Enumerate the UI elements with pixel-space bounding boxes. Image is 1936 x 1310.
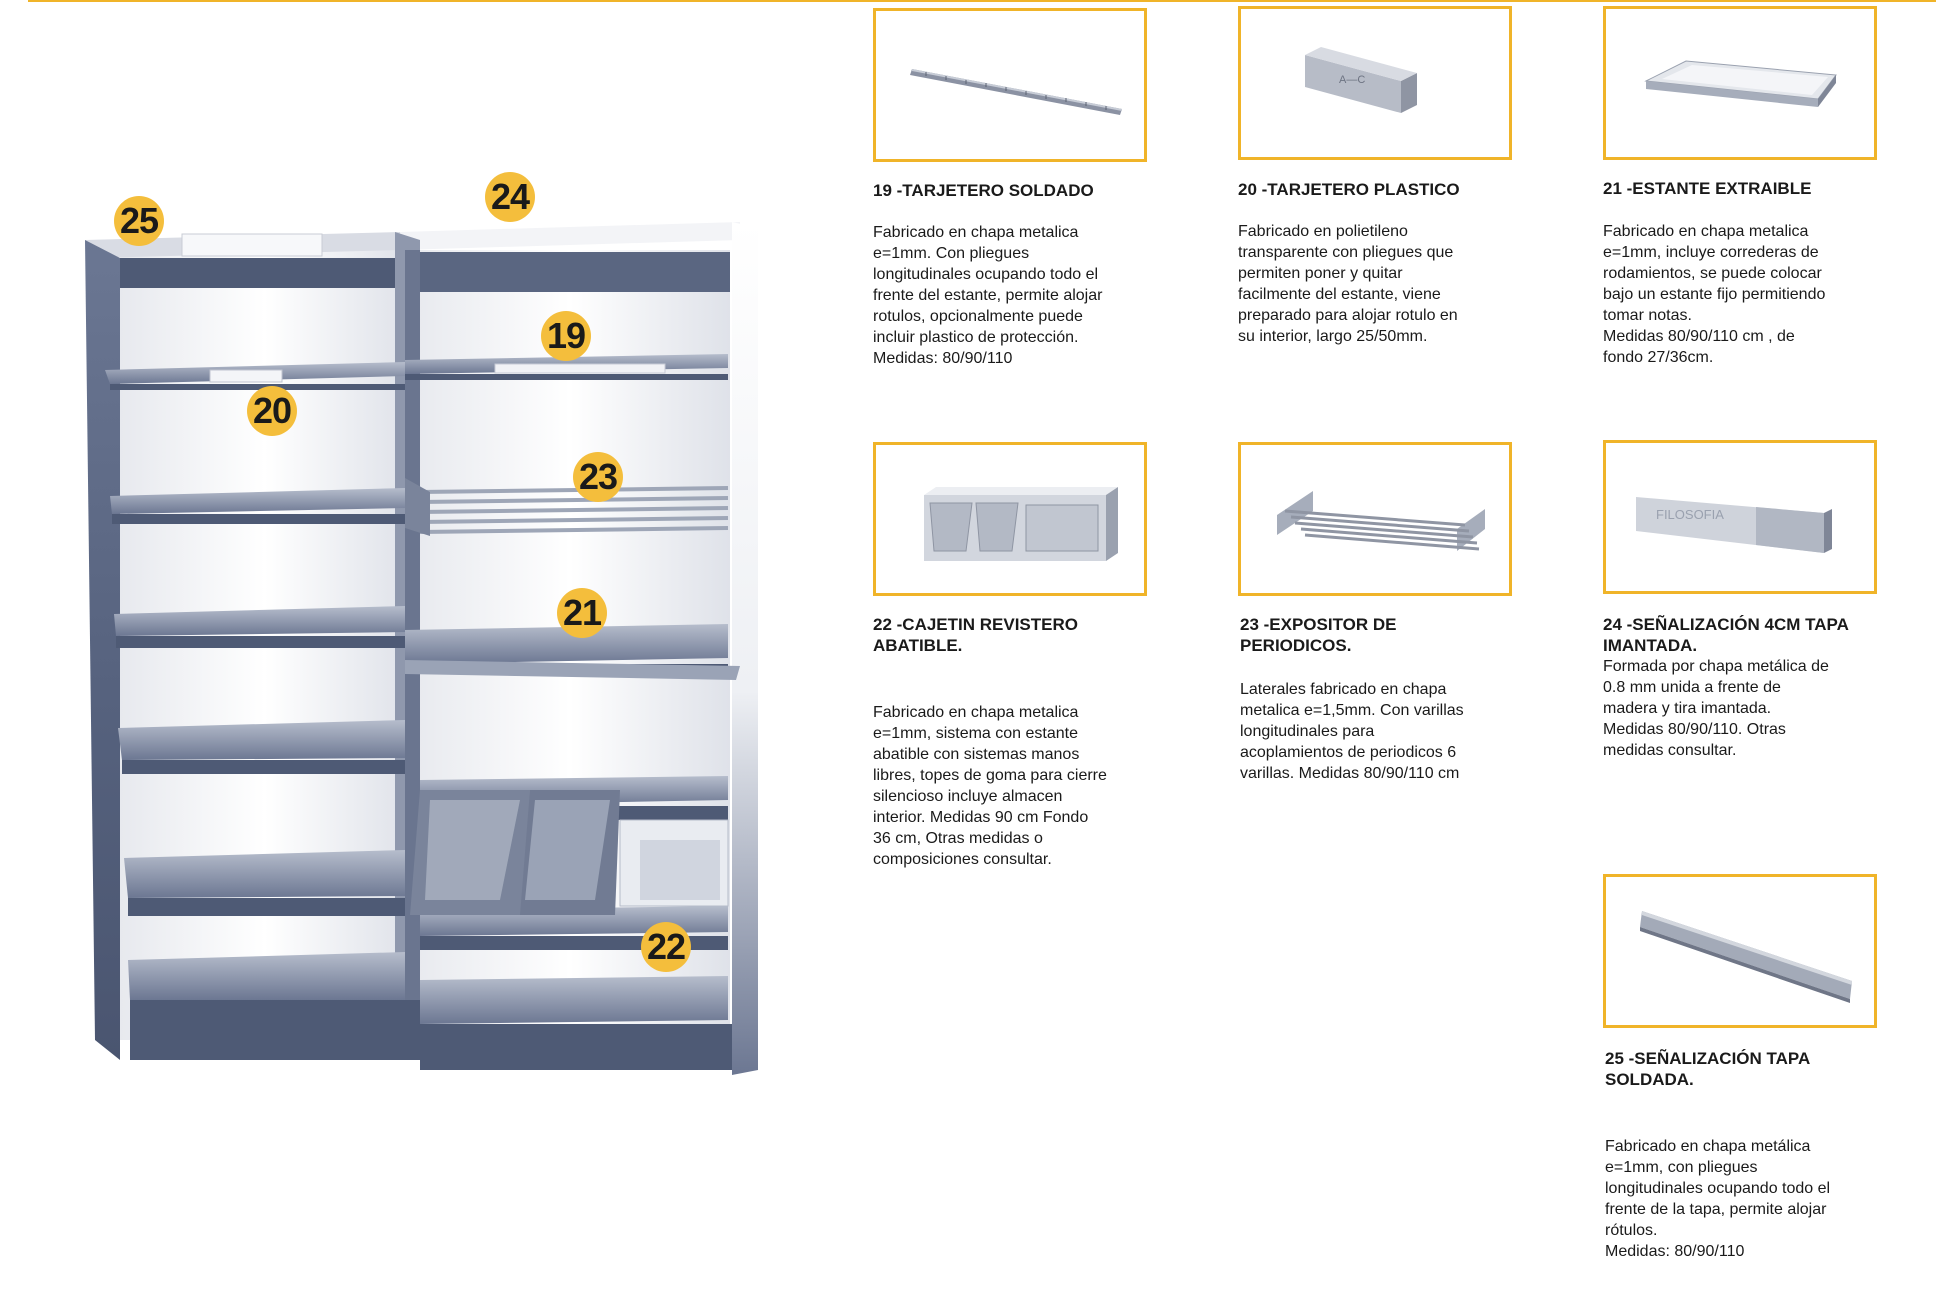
product-22-image-frame (873, 442, 1147, 596)
product-19-title: 19 -TARJETERO SOLDADO (873, 181, 1094, 200)
product-25-image-frame (1603, 874, 1877, 1028)
product-20-description: Fabricado en polietileno transparente co… (1238, 223, 1458, 345)
product-21-image-frame (1603, 6, 1877, 160)
callout-23-badge: 23 (573, 452, 623, 502)
expositor-periodicos-image (1277, 491, 1485, 551)
product-24-title: 24 -SEÑALIZACIÓN 4CM TAPA IMANTADA. (1603, 615, 1849, 655)
product-23-description: Laterales fabricado en chapa metalica e=… (1240, 681, 1464, 782)
tarjetero-soldado-image (910, 69, 1122, 115)
senalizacion-label-text: FILOSOFIA (1656, 507, 1724, 522)
tarjetero-plastico-image: A—C (1305, 47, 1417, 113)
product-21-description: Fabricado en chapa metalica e=1mm, inclu… (1603, 223, 1826, 366)
product-20-image-frame: A—C (1238, 6, 1512, 160)
senalizacion-imantada-image: FILOSOFIA (1636, 497, 1832, 553)
product-19-image-frame (873, 8, 1147, 162)
product-23-image-frame (1238, 442, 1512, 596)
callout-22-badge: 22 (641, 922, 691, 972)
callout-25-badge: 25 (114, 196, 164, 246)
product-23-title: 23 -EXPOSITOR DE PERIODICOS. (1240, 615, 1397, 655)
callout-21-badge: 21 (557, 588, 607, 638)
product-25-description: Fabricado en chapa metálica e=1mm, con p… (1605, 1138, 1831, 1260)
senalizacion-soldada-image (1640, 911, 1852, 1003)
product-19-description: Fabricado en chapa metalica e=1mm. Con p… (873, 224, 1103, 367)
product-24-description: Formada por chapa metálica de 0.8 mm uni… (1603, 658, 1829, 759)
product-20-title: 20 -TARJETERO PLASTICO (1238, 180, 1460, 199)
product-21-title: 21 -ESTANTE EXTRAIBLE (1603, 179, 1812, 198)
estante-extraible-image (1644, 60, 1837, 107)
product-24-image-frame: FILOSOFIA (1603, 440, 1877, 594)
callout-24-badge: 24 (485, 172, 535, 222)
bookshelf-illustration (85, 222, 758, 1075)
product-25-title: 25 -SEÑALIZACIÓN TAPA SOLDADA. (1605, 1049, 1811, 1089)
tarjetero-label-text: A—C (1339, 74, 1365, 86)
product-22-title: 22 -CAJETIN REVISTERO ABATIBLE. (873, 615, 1078, 655)
product-22-description: Fabricado en chapa metalica e=1mm, siste… (873, 704, 1107, 868)
callout-20-badge: 20 (247, 386, 297, 436)
top-accent-line (28, 0, 1936, 2)
callout-19-badge: 19 (541, 311, 591, 361)
cajetin-revistero-image (924, 487, 1118, 561)
